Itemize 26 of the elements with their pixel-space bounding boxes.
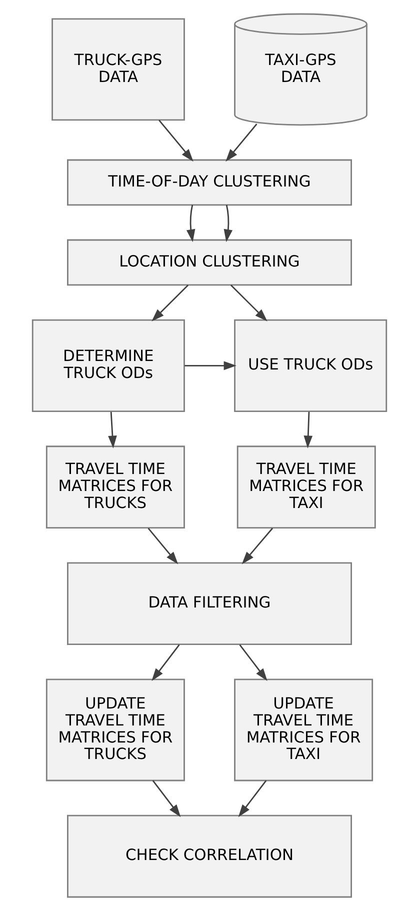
arrow: [108, 412, 117, 448]
node-box: UPDATE TRAVEL TIME MATRICES FOR TAXI: [234, 678, 374, 782]
node-box: TRAVEL TIME MATRICES FOR TRUCKS: [46, 446, 185, 528]
arrow: [224, 204, 233, 242]
arrow: [152, 644, 180, 682]
node-box: UPDATE TRAVEL TIME MATRICES FOR TRUCKS: [46, 678, 185, 782]
arrow: [148, 528, 178, 564]
node-box: CHECK CORRELATION: [67, 814, 352, 898]
arrow: [242, 528, 274, 564]
arrow: [158, 120, 194, 162]
arrow: [239, 644, 268, 682]
arrow: [152, 284, 189, 322]
node-box: LOCATION CLUSTERING: [67, 239, 352, 286]
node-box: DETERMINE TRUCK ODs: [32, 319, 185, 412]
arrow: [152, 780, 181, 818]
node-box: TRUCK-GPS DATA: [52, 18, 185, 121]
arrow: [186, 204, 196, 242]
node-box: DATA FILTERING: [67, 562, 352, 646]
arrow: [184, 361, 236, 370]
arrow: [238, 780, 267, 818]
arrow: [304, 412, 313, 448]
node-box: USE TRUCK ODs: [234, 319, 388, 412]
node-box: TRAVEL TIME MATRICES FOR TAXI: [236, 446, 376, 528]
arrow: [230, 284, 268, 322]
node-box: TIME-OF-DAY CLUSTERING: [67, 159, 352, 206]
arrow: [226, 124, 258, 162]
